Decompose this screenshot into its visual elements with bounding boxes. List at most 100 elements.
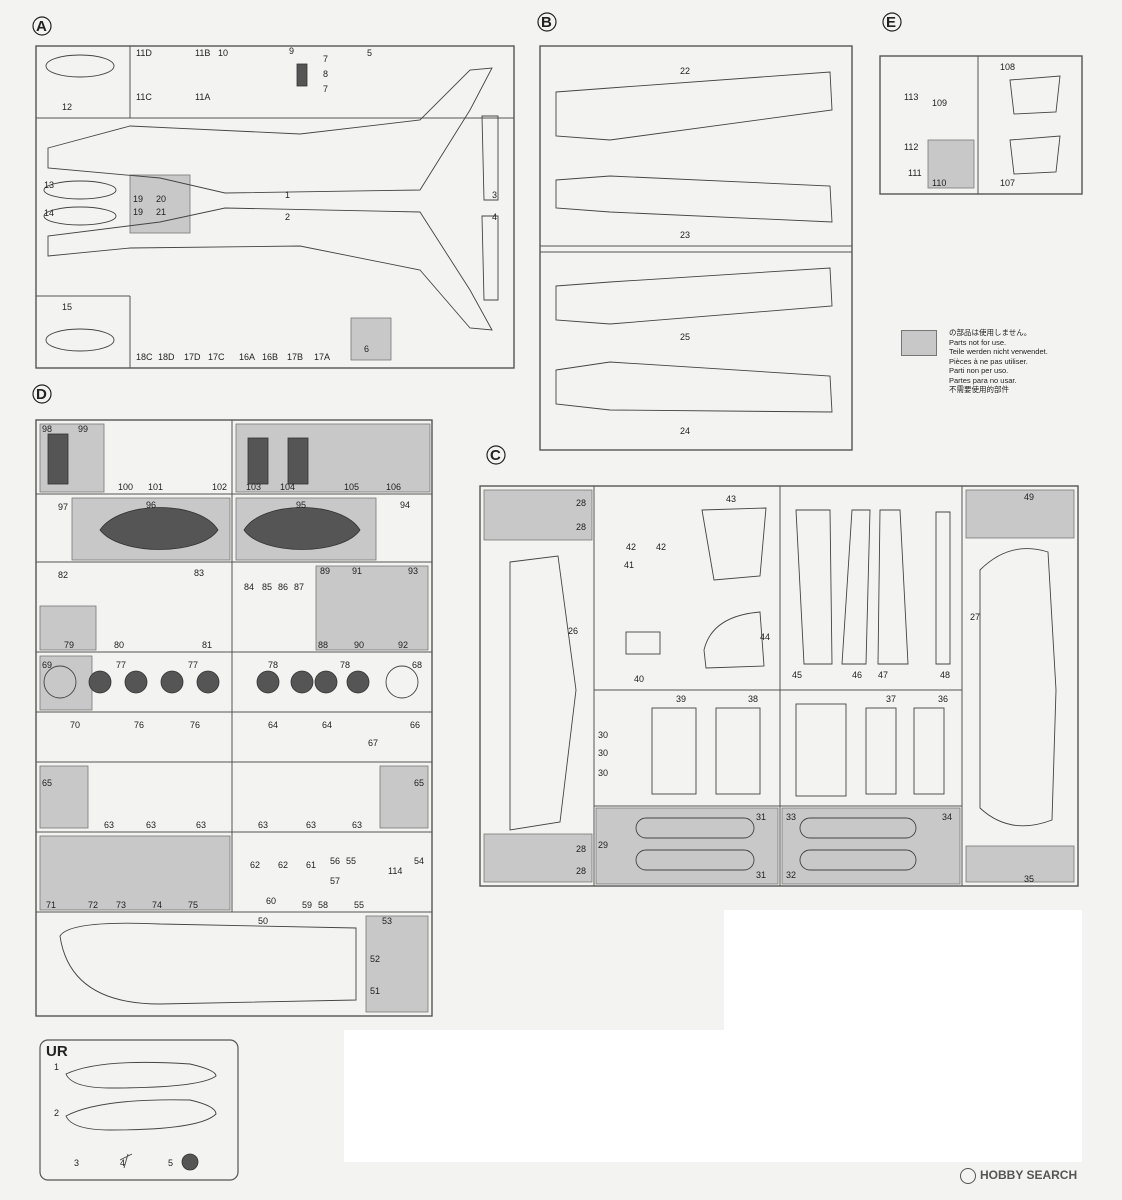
- svg-text:55: 55: [346, 856, 356, 866]
- svg-text:64: 64: [268, 720, 278, 730]
- svg-text:83: 83: [194, 568, 204, 578]
- svg-text:25: 25: [680, 332, 690, 342]
- svg-text:7: 7: [323, 84, 328, 94]
- svg-text:18D: 18D: [158, 352, 175, 362]
- svg-text:20: 20: [156, 194, 166, 204]
- svg-text:11C: 11C: [136, 92, 152, 102]
- legend-text: の部品は使用しません。 Parts not for use. Teile wer…: [949, 328, 1048, 394]
- svg-text:62: 62: [250, 860, 260, 870]
- svg-text:3: 3: [74, 1158, 79, 1168]
- sprue-d-label: D: [36, 386, 47, 403]
- svg-text:1: 1: [285, 190, 290, 200]
- sprue-ur-frame: [39, 1039, 239, 1181]
- svg-text:44: 44: [760, 632, 770, 642]
- svg-text:91: 91: [352, 566, 362, 576]
- svg-text:74: 74: [152, 900, 162, 910]
- svg-text:63: 63: [306, 820, 316, 830]
- svg-text:49: 49: [1024, 492, 1034, 502]
- svg-text:63: 63: [104, 820, 114, 830]
- sprue-a-frame: [35, 45, 515, 369]
- sprue-b-label: B: [541, 14, 552, 31]
- svg-text:16B: 16B: [262, 352, 278, 362]
- svg-text:17A: 17A: [314, 352, 330, 362]
- svg-text:96: 96: [146, 500, 156, 510]
- sprue-a-badge: [32, 16, 52, 36]
- svg-text:84: 84: [244, 582, 254, 592]
- unused-parts-swatch: [901, 330, 937, 356]
- svg-text:81: 81: [202, 640, 212, 650]
- svg-text:99: 99: [78, 424, 88, 434]
- part-27: [979, 548, 1057, 827]
- svg-text:16A: 16A: [239, 352, 255, 362]
- svg-text:19: 19: [133, 207, 143, 217]
- svg-text:46: 46: [852, 670, 862, 680]
- svg-text:11D: 11D: [136, 48, 152, 58]
- svg-text:11A: 11A: [195, 92, 210, 102]
- svg-text:22: 22: [680, 66, 690, 76]
- sprue-ur-label: UR: [46, 1043, 68, 1060]
- svg-text:38: 38: [748, 694, 758, 704]
- svg-text:89: 89: [320, 566, 330, 576]
- svg-text:2: 2: [54, 1108, 59, 1118]
- stabilizer-26: [509, 555, 577, 831]
- svg-text:30: 30: [598, 748, 608, 758]
- svg-text:71: 71: [46, 900, 56, 910]
- svg-text:4: 4: [492, 212, 497, 222]
- svg-text:3: 3: [492, 190, 497, 200]
- svg-text:8: 8: [323, 69, 328, 79]
- svg-text:54: 54: [414, 856, 424, 866]
- svg-text:37: 37: [886, 694, 896, 704]
- svg-text:15: 15: [62, 302, 72, 312]
- svg-text:100: 100: [118, 482, 133, 492]
- svg-text:60: 60: [266, 896, 276, 906]
- svg-text:76: 76: [134, 720, 144, 730]
- svg-text:80: 80: [114, 640, 124, 650]
- svg-text:31: 31: [756, 870, 766, 880]
- svg-text:109: 109: [932, 98, 947, 108]
- svg-text:42: 42: [626, 542, 636, 552]
- svg-text:77: 77: [116, 660, 126, 670]
- fuselage-half-2: [47, 207, 493, 331]
- svg-text:94: 94: [400, 500, 410, 510]
- svg-text:30: 30: [598, 730, 608, 740]
- svg-text:6: 6: [364, 344, 369, 354]
- svg-text:43: 43: [726, 494, 736, 504]
- svg-text:76: 76: [190, 720, 200, 730]
- svg-text:93: 93: [408, 566, 418, 576]
- blank-area: [344, 1030, 1082, 1162]
- canopy-part-50: [59, 922, 357, 1005]
- svg-text:5: 5: [168, 1158, 173, 1168]
- svg-text:62: 62: [278, 860, 288, 870]
- wheel-row: [43, 665, 419, 699]
- svg-text:63: 63: [352, 820, 362, 830]
- svg-text:72: 72: [88, 900, 98, 910]
- svg-text:101: 101: [148, 482, 163, 492]
- wing-25: [555, 267, 833, 325]
- svg-text:95: 95: [296, 500, 306, 510]
- svg-text:68: 68: [412, 660, 422, 670]
- svg-text:12: 12: [62, 102, 72, 112]
- svg-text:27: 27: [970, 612, 980, 622]
- svg-text:21: 21: [156, 207, 166, 217]
- svg-text:10: 10: [218, 48, 228, 58]
- svg-text:102: 102: [212, 482, 227, 492]
- svg-text:32: 32: [786, 870, 796, 880]
- svg-text:67: 67: [368, 738, 378, 748]
- svg-text:28: 28: [576, 844, 586, 854]
- svg-text:77: 77: [188, 660, 198, 670]
- svg-text:31: 31: [756, 812, 766, 822]
- watermark-logo-icon: [960, 1168, 976, 1184]
- wing-22: [555, 71, 833, 141]
- svg-text:52: 52: [370, 954, 380, 964]
- sprue-e-frame: [879, 55, 1083, 195]
- svg-text:9: 9: [289, 46, 294, 56]
- svg-text:103: 103: [246, 482, 261, 492]
- fuselage-half-1: [47, 67, 493, 194]
- svg-text:18C: 18C: [136, 352, 153, 362]
